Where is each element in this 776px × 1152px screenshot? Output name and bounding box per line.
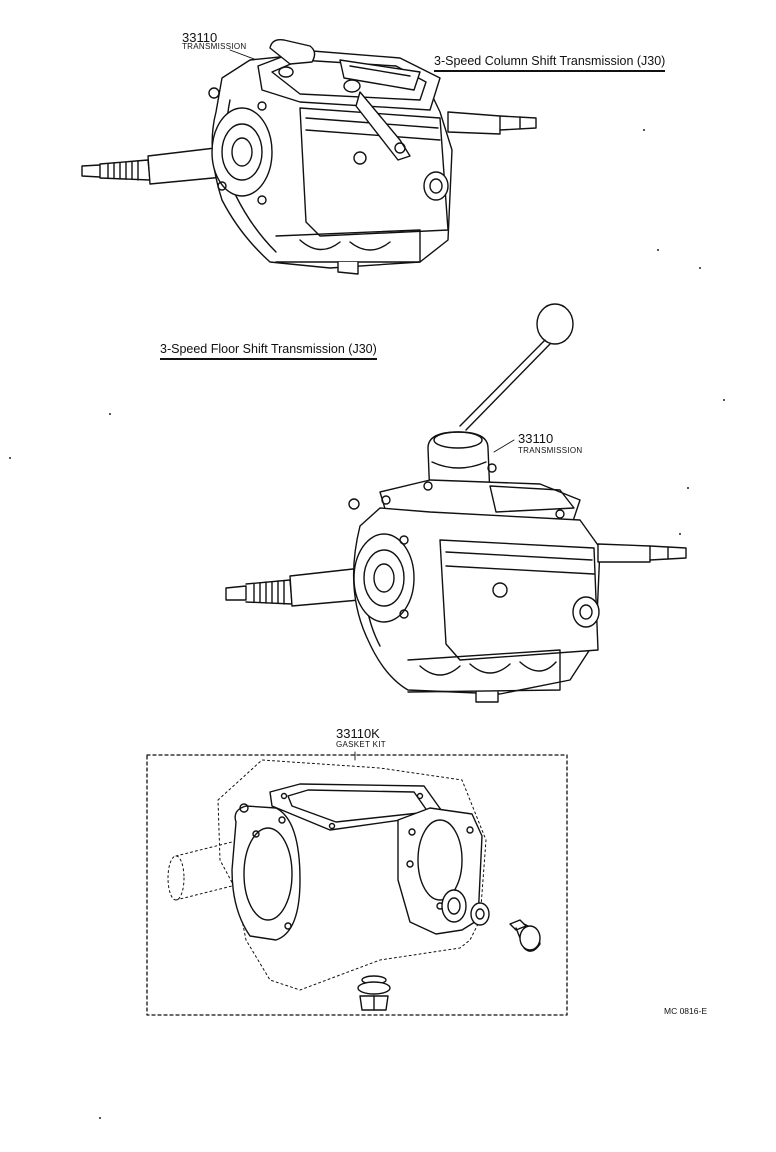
- column-shift-part-number: 33110: [182, 30, 218, 45]
- figure-code: MC 0816-E: [664, 1006, 707, 1016]
- floor-shift-part-number: 33110: [518, 431, 554, 446]
- gasket-kit-part-number: 33110K: [336, 726, 380, 741]
- floor-shift-part-name: TRANSMISSION: [518, 446, 583, 455]
- column-shift-title: 3-Speed Column Shift Transmission (J30): [434, 55, 666, 72]
- column-shift-part-name: TRANSMISSION: [182, 42, 247, 51]
- floor-shift-transmission-drawing: [226, 304, 686, 702]
- gasket-kit-part-name: GASKET KIT: [336, 740, 386, 749]
- gasket-kit-drawing: [147, 752, 567, 1015]
- column-shift-transmission-drawing: [82, 40, 536, 274]
- floor-shift-title: 3-Speed Floor Shift Transmission (J30): [160, 343, 377, 360]
